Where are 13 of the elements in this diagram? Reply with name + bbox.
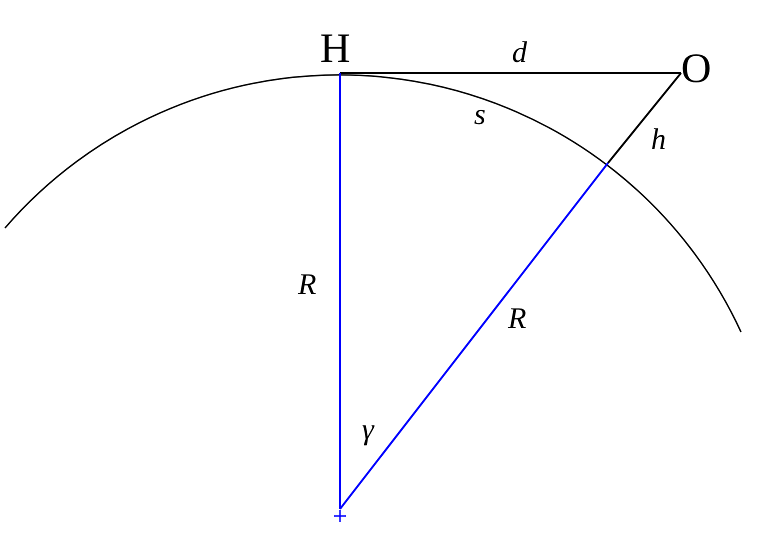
edge-label: R [298, 270, 316, 300]
line-segment [339, 162, 609, 510]
edge-label: R [508, 304, 526, 334]
arc-label: s [474, 100, 486, 130]
line-segment [340, 72, 681, 74]
point-label: O [681, 48, 712, 90]
angle-label: γ [362, 415, 374, 445]
edge-label: d [512, 38, 527, 68]
line-segment [339, 73, 341, 509]
center-mark-icon [334, 509, 346, 522]
line-segment [607, 72, 682, 164]
edge-label: h [651, 125, 666, 155]
point-label: H [320, 28, 350, 70]
